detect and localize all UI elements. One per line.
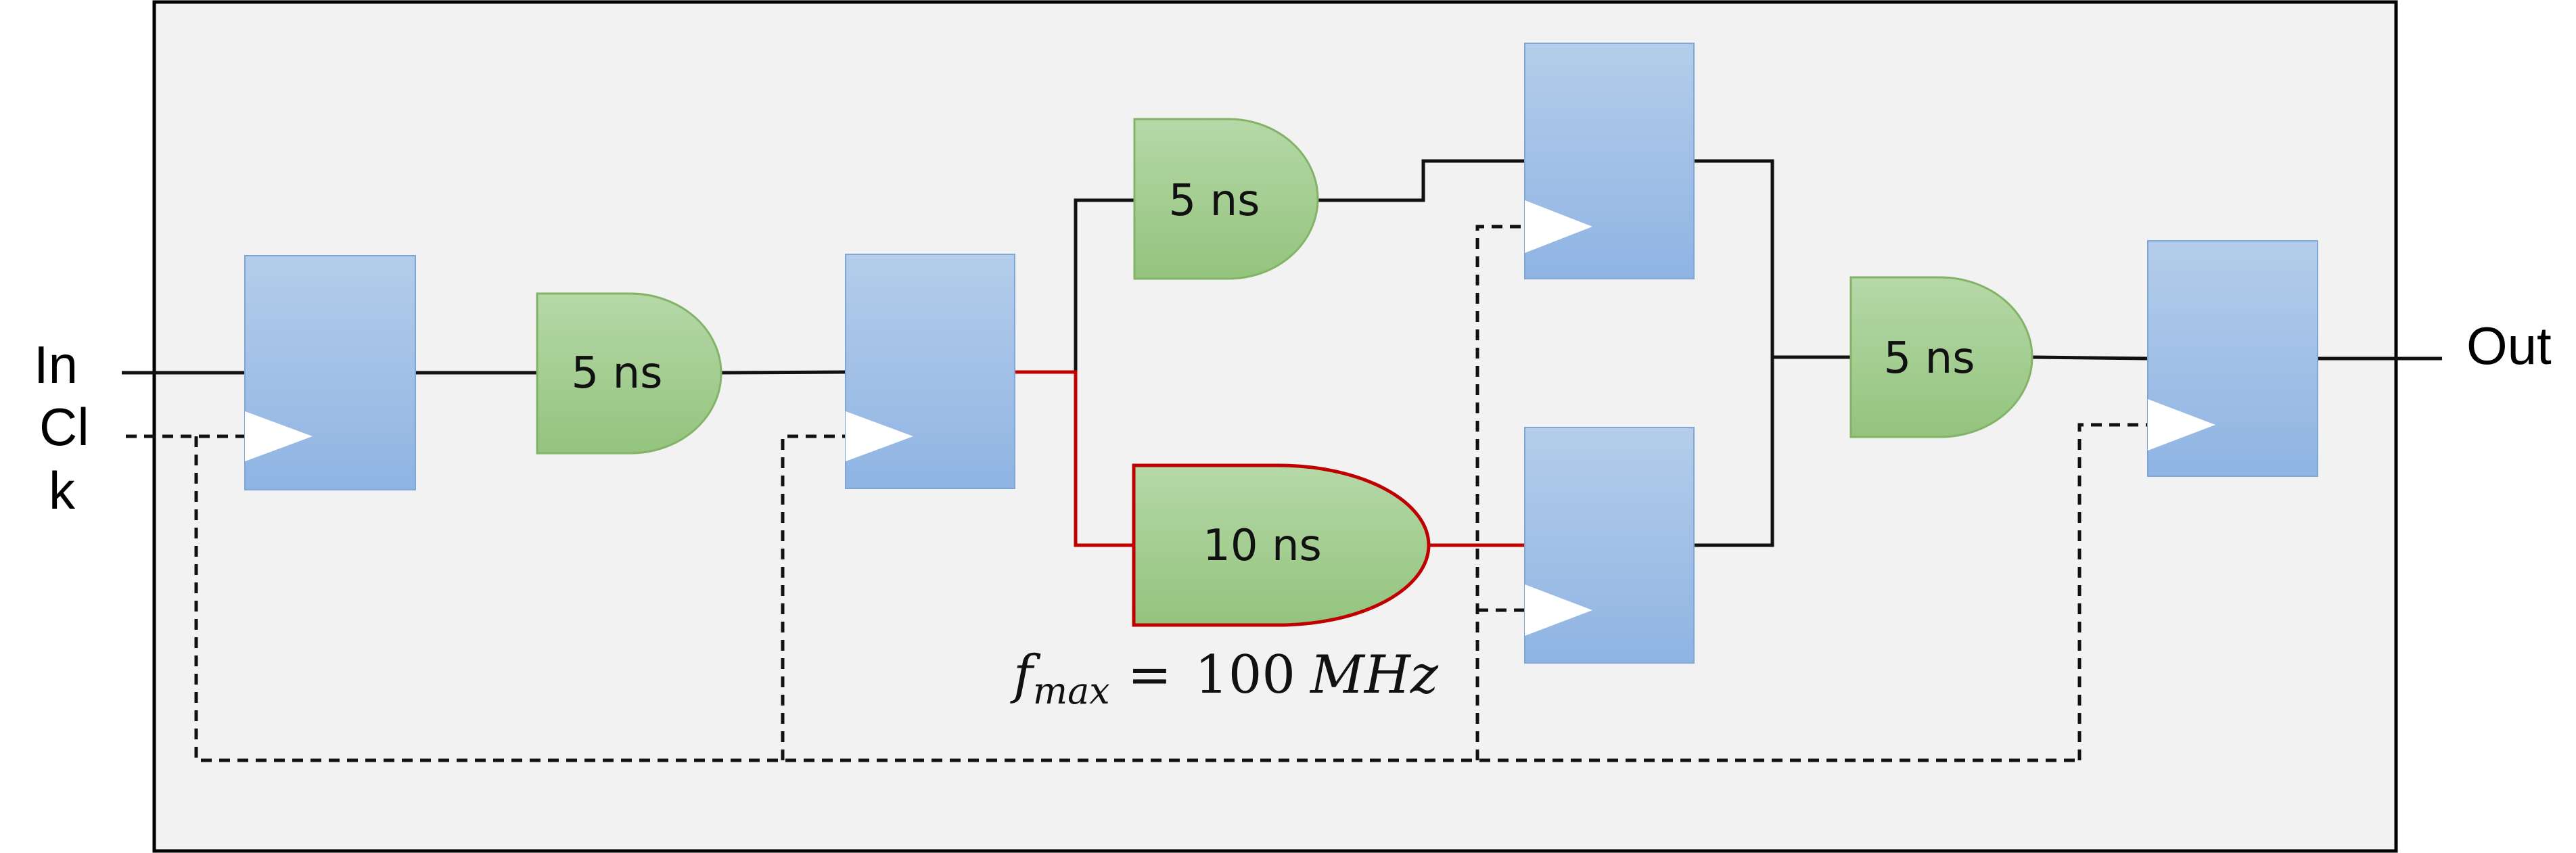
gate-1-delay-label: 5 ns: [572, 348, 663, 398]
wire-split-to-gate2: [1074, 198, 1134, 372]
and-gate-3-critical: 10 ns: [1132, 463, 1431, 627]
critical-path: [1015, 370, 1525, 547]
register-2: [845, 254, 1015, 489]
critical-wire-reg2-split: [1015, 370, 1134, 547]
clock-label-line-1: Cl: [39, 397, 89, 457]
clock-network: [126, 225, 2153, 762]
register-3: [1524, 43, 1695, 279]
and-gate-icon: [536, 292, 722, 455]
register-4: [1524, 427, 1695, 664]
clock-wire-register-2: [781, 434, 850, 760]
fmax-value: 100: [1195, 645, 1295, 706]
gate-3-delay-label: 10 ns: [1203, 521, 1322, 571]
wire-reg4-to-gate4: [1694, 357, 1774, 547]
and-gate-icon: [1132, 463, 1431, 627]
wire-gate2-to-reg3: [1318, 159, 1525, 202]
clock-wire-bus: [194, 436, 2079, 762]
and-gate-1: 5 ns: [536, 292, 722, 455]
input-label: In: [34, 335, 78, 394]
fmax-unit: MHz: [1309, 645, 1439, 706]
gates: 5 ns 5 ns 10 ns 5 ns: [536, 118, 2033, 627]
clock-wire-register-3-4: [1475, 225, 1525, 760]
clock-marker-icon: [2148, 399, 2215, 451]
and-gate-2: 5 ns: [1133, 118, 1319, 280]
circuit-boundary: [152, 0, 2398, 853]
wire-gate4-to-reg5: [2031, 355, 2148, 361]
wire-reg3-to-gate4: [1694, 159, 1851, 359]
registers: [244, 43, 2318, 664]
output-label: Out: [2466, 316, 2552, 375]
clock-marker-icon: [1525, 200, 1592, 253]
gate-2-delay-label: 5 ns: [1169, 176, 1260, 226]
clock-wire-register-5: [2077, 423, 2153, 760]
fmax-equals: =: [1128, 645, 1172, 706]
clock-marker-icon: [245, 411, 313, 461]
fmax-subscript: max: [1033, 670, 1110, 712]
register-5: [2147, 240, 2318, 477]
wire-gate1-to-reg2: [720, 370, 846, 375]
clock-marker-icon: [1525, 584, 1592, 636]
clock-marker-icon: [846, 411, 913, 461]
gate-4-delay-label: 5 ns: [1884, 333, 1975, 384]
and-gate-icon: [1849, 276, 2033, 438]
and-gate-4: 5 ns: [1849, 276, 2033, 438]
register-1: [244, 255, 416, 490]
and-gate-icon: [1133, 118, 1319, 280]
data-wires: [122, 159, 2442, 547]
clock-label-line-2: k: [49, 461, 76, 520]
